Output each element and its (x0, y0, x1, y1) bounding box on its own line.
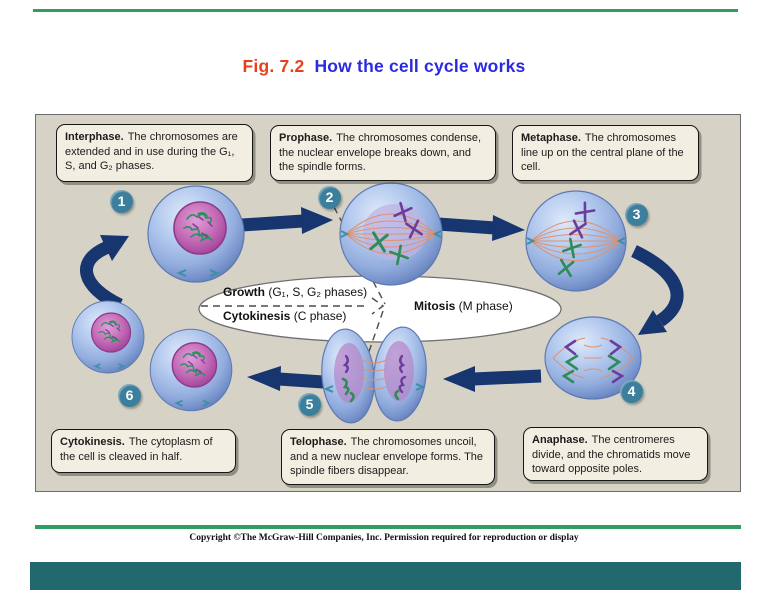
stage-number-5: 5 (298, 393, 321, 416)
interphase-caption-box: Interphase.The chromosomes are extended … (56, 124, 253, 182)
arrow-cytokinesis-to-interphase (80, 235, 129, 311)
cell-cycle-diagram-panel: Interphase.The chromosomes are extended … (35, 114, 741, 492)
cytokinesis-phase-label: Cytokinesis (C phase) (223, 309, 346, 323)
growth-label-bold: Growth (223, 285, 265, 299)
interphase-desc: The chromosomes are extended and in use … (65, 131, 238, 173)
metaphase-label: Metaphase. (521, 132, 581, 144)
copyright-notice: Copyright ©The McGraw-Hill Companies, In… (189, 533, 579, 543)
figure-title: How the cell cycle works (314, 56, 526, 76)
prophase-desc: The chromosomes condense, the nuclear en… (279, 132, 482, 174)
metaphase-desc: The chromosomes line up on the central p… (521, 132, 684, 174)
mitosis-label-rest: (M phase) (455, 299, 513, 313)
stage-number-4: 4 (620, 380, 643, 403)
metaphase-caption-box: Metaphase.The chromosomes line up on the… (512, 125, 699, 181)
growth-label-rest: (G₁, S, G₂ phases) (265, 285, 368, 299)
cytokinesis-label-rest: (C phase) (290, 309, 347, 323)
cytokinesis-label-bold: Cytokinesis (223, 309, 291, 323)
cycle-arrows (80, 207, 684, 392)
prophase-cell (339, 182, 443, 286)
cytokinesis-label: Cytokinesis. (60, 436, 125, 448)
figure-number: Fig. 7.2 (242, 56, 305, 76)
telophase-caption-box: Telophase.The chromosomes uncoil, and a … (281, 429, 495, 485)
interphase-cell (148, 186, 244, 282)
footer-teal-bar (30, 562, 741, 590)
prophase-caption-box: Prophase.The chromosomes condense, the n… (270, 125, 496, 181)
telophase-cell (321, 326, 427, 424)
growth-phase-label: Growth (G₁, S, G₂ phases) (223, 285, 367, 299)
anaphase-desc: The centromeres divide, and the chromati… (532, 434, 691, 476)
slide-title: Fig. 7.2 How the cell cycle works (0, 56, 768, 77)
prophase-label: Prophase. (279, 132, 333, 144)
arrow-metaphase-to-anaphase (631, 245, 684, 335)
interphase-label: Interphase. (65, 131, 124, 143)
mitosis-phase-label: Mitosis (M phase) (414, 299, 513, 313)
anaphase-caption-box: Anaphase.The centromeres divide, and the… (523, 427, 708, 481)
telophase-desc: The chromosomes uncoil, and a new nuclea… (290, 436, 484, 478)
arrow-interphase-to-prophase (241, 207, 333, 234)
anaphase-cell (544, 316, 642, 400)
stage-number-1: 1 (110, 190, 133, 213)
mitosis-label-bold: Mitosis (414, 299, 456, 313)
stage-number-6: 6 (118, 384, 141, 407)
anaphase-label: Anaphase. (532, 434, 588, 446)
cell-cycle-illustration (36, 182, 684, 424)
stage-number-2: 2 (318, 186, 341, 209)
metaphase-cell (525, 190, 627, 292)
stage-number-3: 3 (625, 203, 648, 226)
bottom-rule-line (35, 525, 741, 529)
arrow-prophase-to-metaphase (437, 215, 525, 241)
arrow-anaphase-to-telophase (443, 366, 542, 392)
cytokinesis-caption-box: Cytokinesis.The cytoplasm of the cell is… (51, 429, 236, 473)
cytokinesis-desc: The cytoplasm of the cell is cleaved in … (60, 436, 213, 463)
telophase-label: Telophase. (290, 436, 347, 448)
top-rule-line (33, 9, 738, 12)
